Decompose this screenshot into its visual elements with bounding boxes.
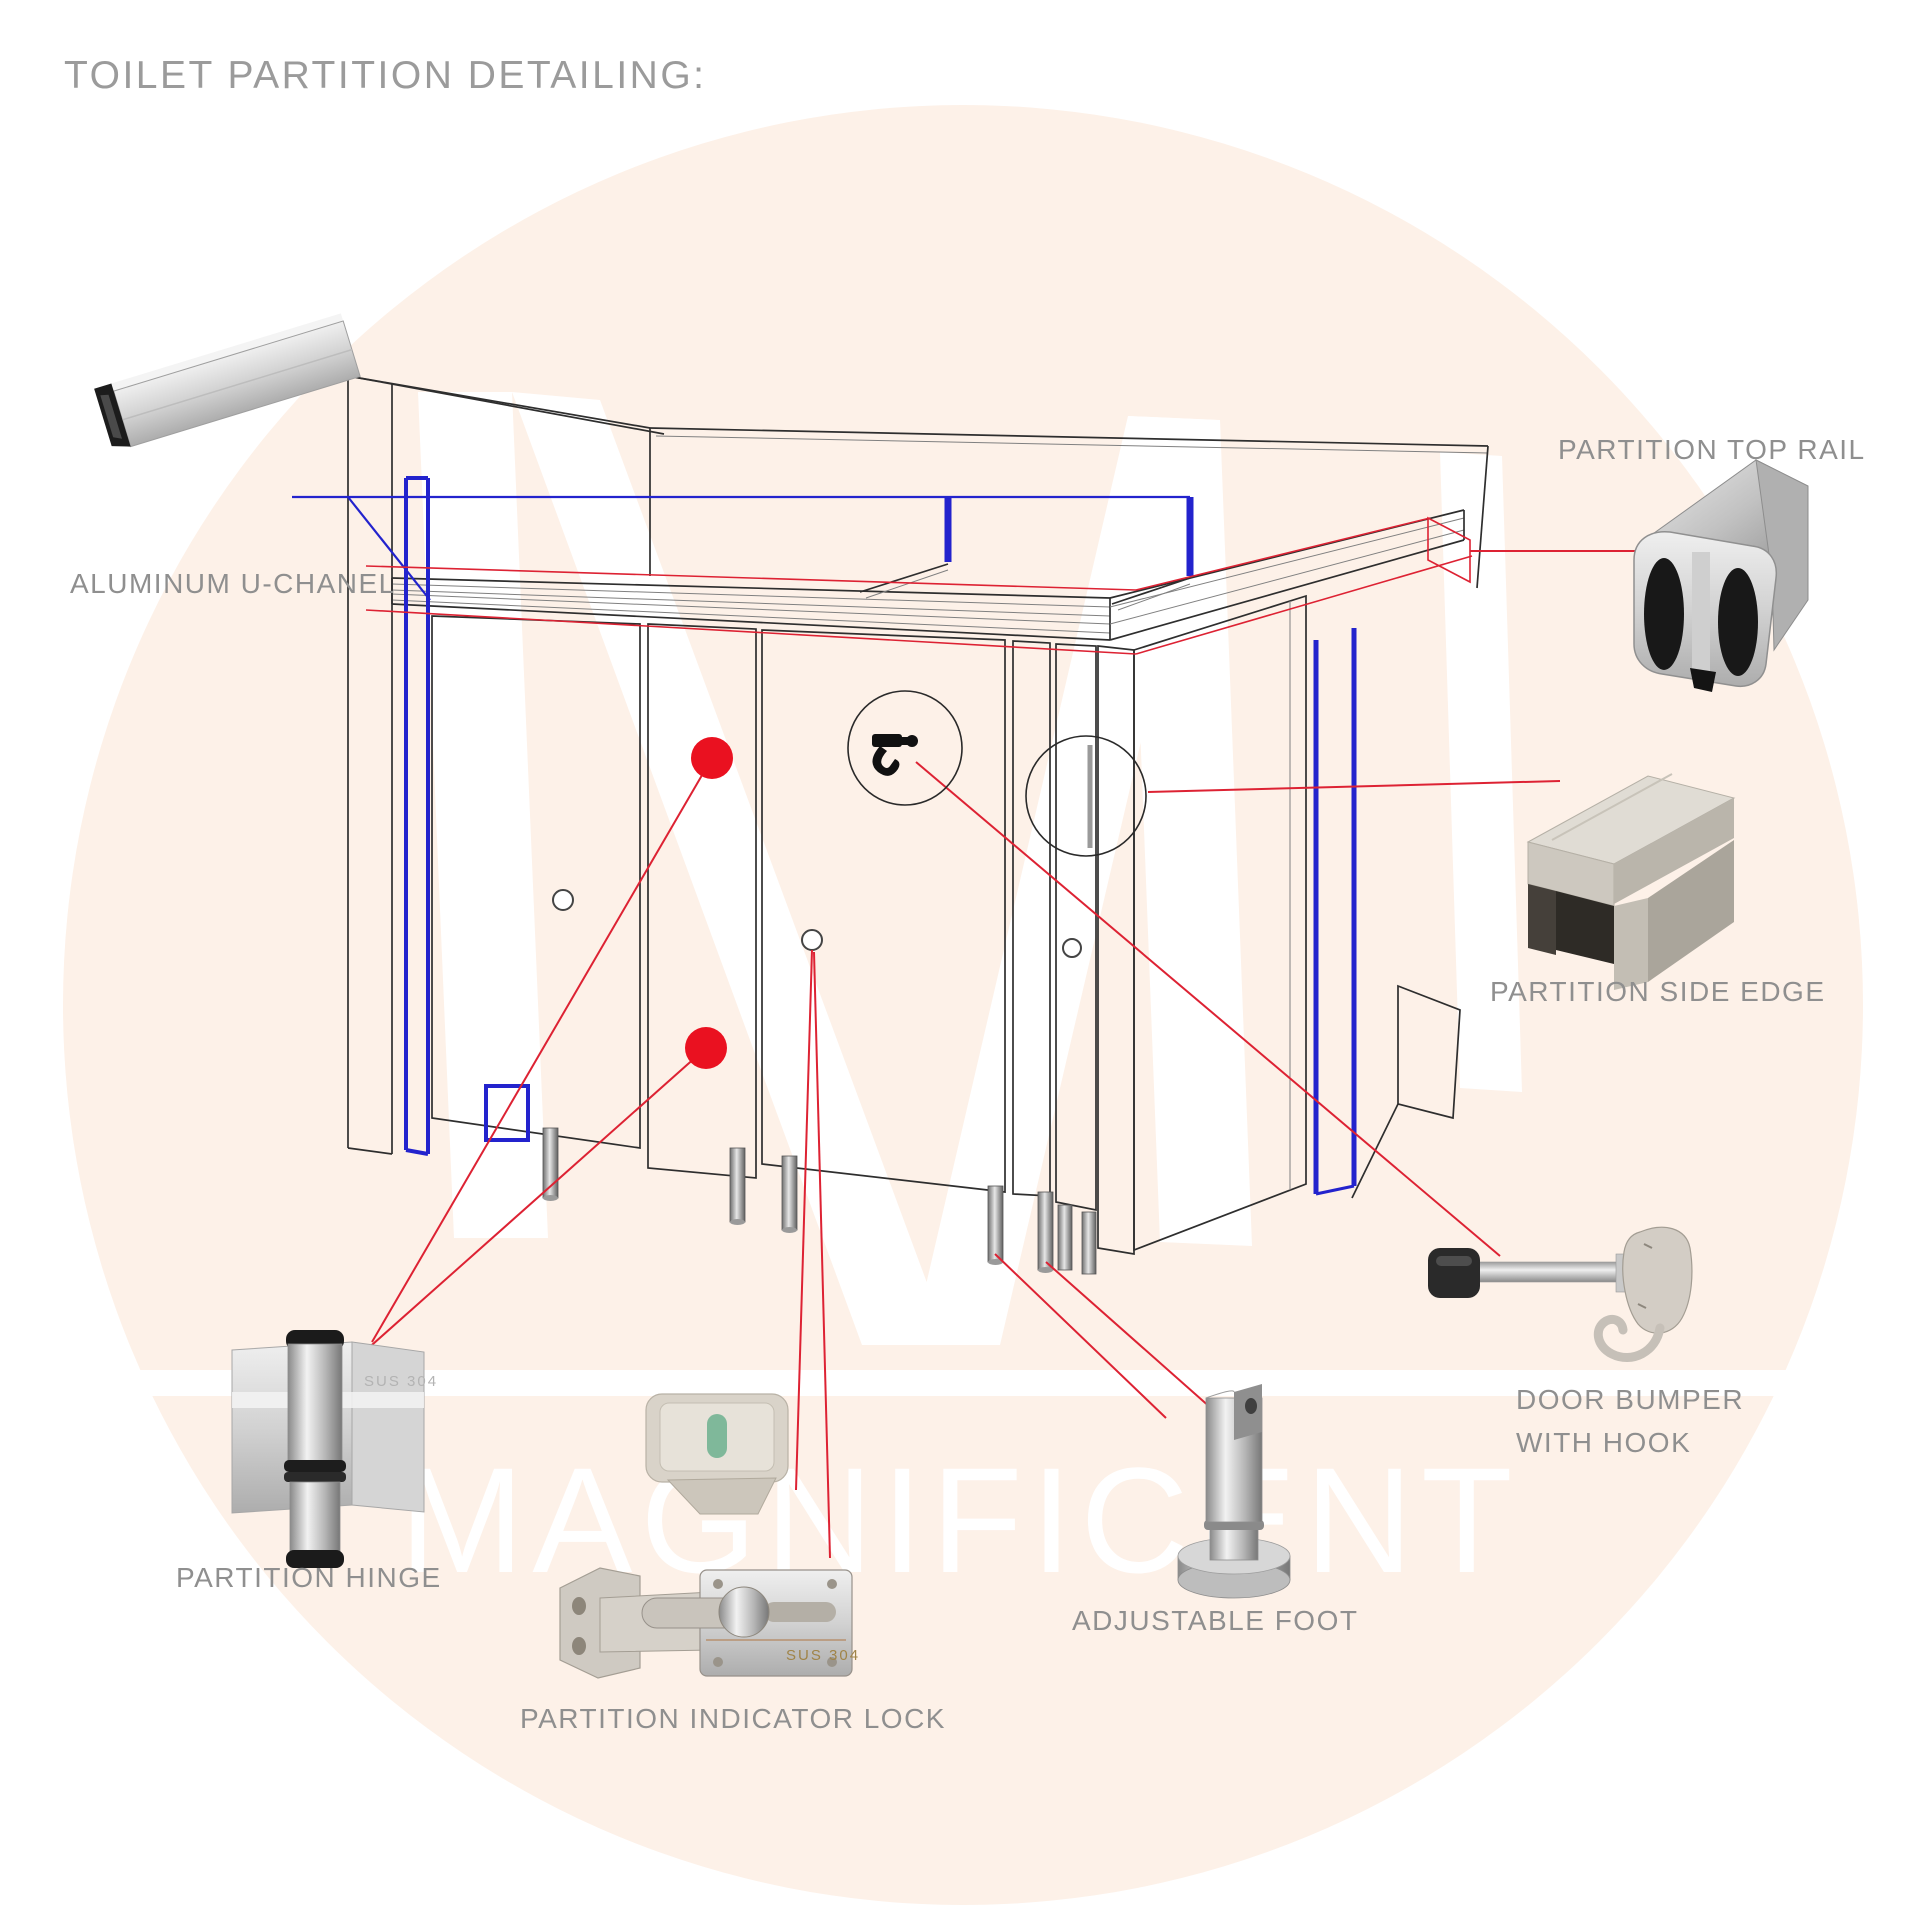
side-edge-photo: [1526, 773, 1736, 990]
leader-foot-1: [994, 1253, 1167, 1419]
red-dot-hinge-bottom: [685, 1027, 727, 1069]
label-partition-top-rail: PARTITION TOP RAIL: [1558, 434, 1866, 465]
leader-indicator: [795, 949, 813, 1491]
leader-lock-bolt: [813, 951, 831, 1559]
return-panel: [1133, 594, 1307, 1252]
blue-annotations: [292, 476, 1357, 1196]
detail-circle-side-edge: [1025, 735, 1147, 857]
label-partition-hinge: PARTITION HINGE: [176, 1562, 442, 1593]
label-door-bumper-line1: DOOR BUMPER: [1516, 1384, 1745, 1415]
hinge-marking: SUS 304: [364, 1373, 438, 1390]
label-partition-side-edge: PARTITION SIDE EDGE: [1490, 976, 1826, 1007]
blue-floor-channel-rect: [484, 1084, 530, 1142]
red-annotations: [363, 516, 1640, 1559]
leader-hinge-1: [371, 757, 713, 1343]
label-door-bumper: DOOR BUMPER WITH HOOK: [1516, 1378, 1776, 1465]
label-partition-indicator-lock: PARTITION INDICATOR LOCK: [520, 1703, 946, 1734]
partition-wireframe: [347, 375, 1489, 1256]
red-dot-hinge-top: [691, 737, 733, 779]
back-wall-top-edge: [649, 427, 1489, 447]
u-channel-photo: [94, 313, 361, 448]
top-rail-photo: [1633, 459, 1809, 692]
label-adjustable-foot: ADJUSTABLE FOOT: [1072, 1605, 1359, 1636]
end-post: [1097, 645, 1135, 1256]
door-3: [1055, 643, 1097, 1212]
leader-door-bumper: [915, 761, 1501, 1257]
watermark-text: MAGNIFICENT: [399, 1436, 1520, 1604]
lock-bolt-photo: SUS 304: [559, 1567, 860, 1679]
adjustable-foot-photo: [1177, 1384, 1291, 1599]
detail-circle-hook: [847, 690, 963, 806]
hook-icon: [872, 734, 918, 776]
page-title: TOILET PARTITION DETAILING:: [64, 54, 707, 97]
door-knob-2: [801, 929, 823, 951]
hinge-photo: SUS 304: [231, 1330, 438, 1568]
leader-side-edge: [1147, 780, 1561, 793]
top-rail-lines: [391, 577, 1111, 641]
partition-feet: [542, 1127, 1097, 1275]
indicator-photo: [645, 1393, 789, 1515]
pilaster-1: [647, 623, 757, 1179]
door-knob-3: [1062, 938, 1082, 958]
label-door-bumper-line2: WITH HOOK: [1516, 1427, 1692, 1459]
rail-highlight-outline: [365, 516, 1473, 655]
leader-foot-2: [1045, 1261, 1221, 1417]
door-bumper-photo: [1428, 1226, 1693, 1363]
label-aluminum-u-chanel: ALUMINUM U-CHANEL: [70, 568, 396, 599]
u-channel-highlight-rect: [404, 476, 430, 1156]
lock-marking: SUS 304: [786, 1647, 860, 1664]
open-door-wing: [1397, 984, 1461, 1120]
door-knob-1: [552, 889, 574, 911]
door-2: [761, 629, 1006, 1193]
leader-hinge-2: [363, 1047, 707, 1353]
